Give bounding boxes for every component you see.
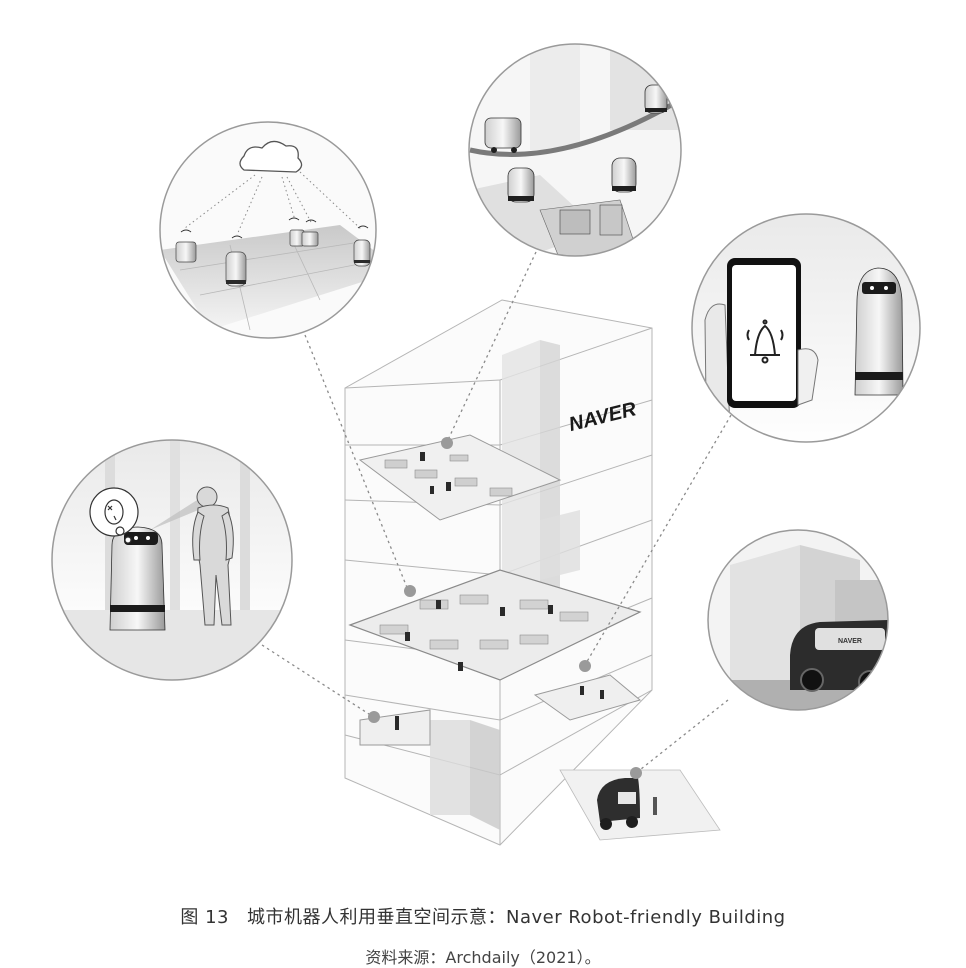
vignette-autonomous-vehicle: NAVER (707, 529, 889, 711)
face-scan-icon (89, 487, 139, 544)
vignette-face-recognition (51, 439, 293, 681)
building-core-shafts (430, 340, 580, 830)
vignette-cloud-network (159, 121, 377, 339)
office-floor-middle (348, 569, 642, 681)
connector-markers (368, 437, 642, 779)
bell-icon (746, 319, 784, 364)
office-floor-upper (358, 434, 562, 521)
robot-icon (484, 84, 668, 203)
figure-title: 城市机器人利用垂直空间示意：Naver Robot-friendly Build… (247, 907, 786, 928)
person-figure (192, 486, 234, 626)
street-delivery-vehicle (559, 769, 721, 841)
vignette-delivery-corridor (468, 43, 682, 257)
connector-lines (261, 251, 735, 774)
vehicle-naver-label: NAVER (838, 638, 862, 645)
figure-number: 图 13 (180, 907, 230, 928)
figure-caption: 图 13 城市机器人利用垂直空间示意：Naver Robot-friendly B… (0, 903, 966, 929)
naver-building-illustration: NAVER (51, 43, 921, 846)
vehicle-icon (790, 620, 888, 694)
cloud-icon (239, 140, 303, 173)
figure-source: 资料来源：Archdaily（2021）。 (365, 948, 601, 967)
vignette-phone-notification (691, 213, 921, 443)
